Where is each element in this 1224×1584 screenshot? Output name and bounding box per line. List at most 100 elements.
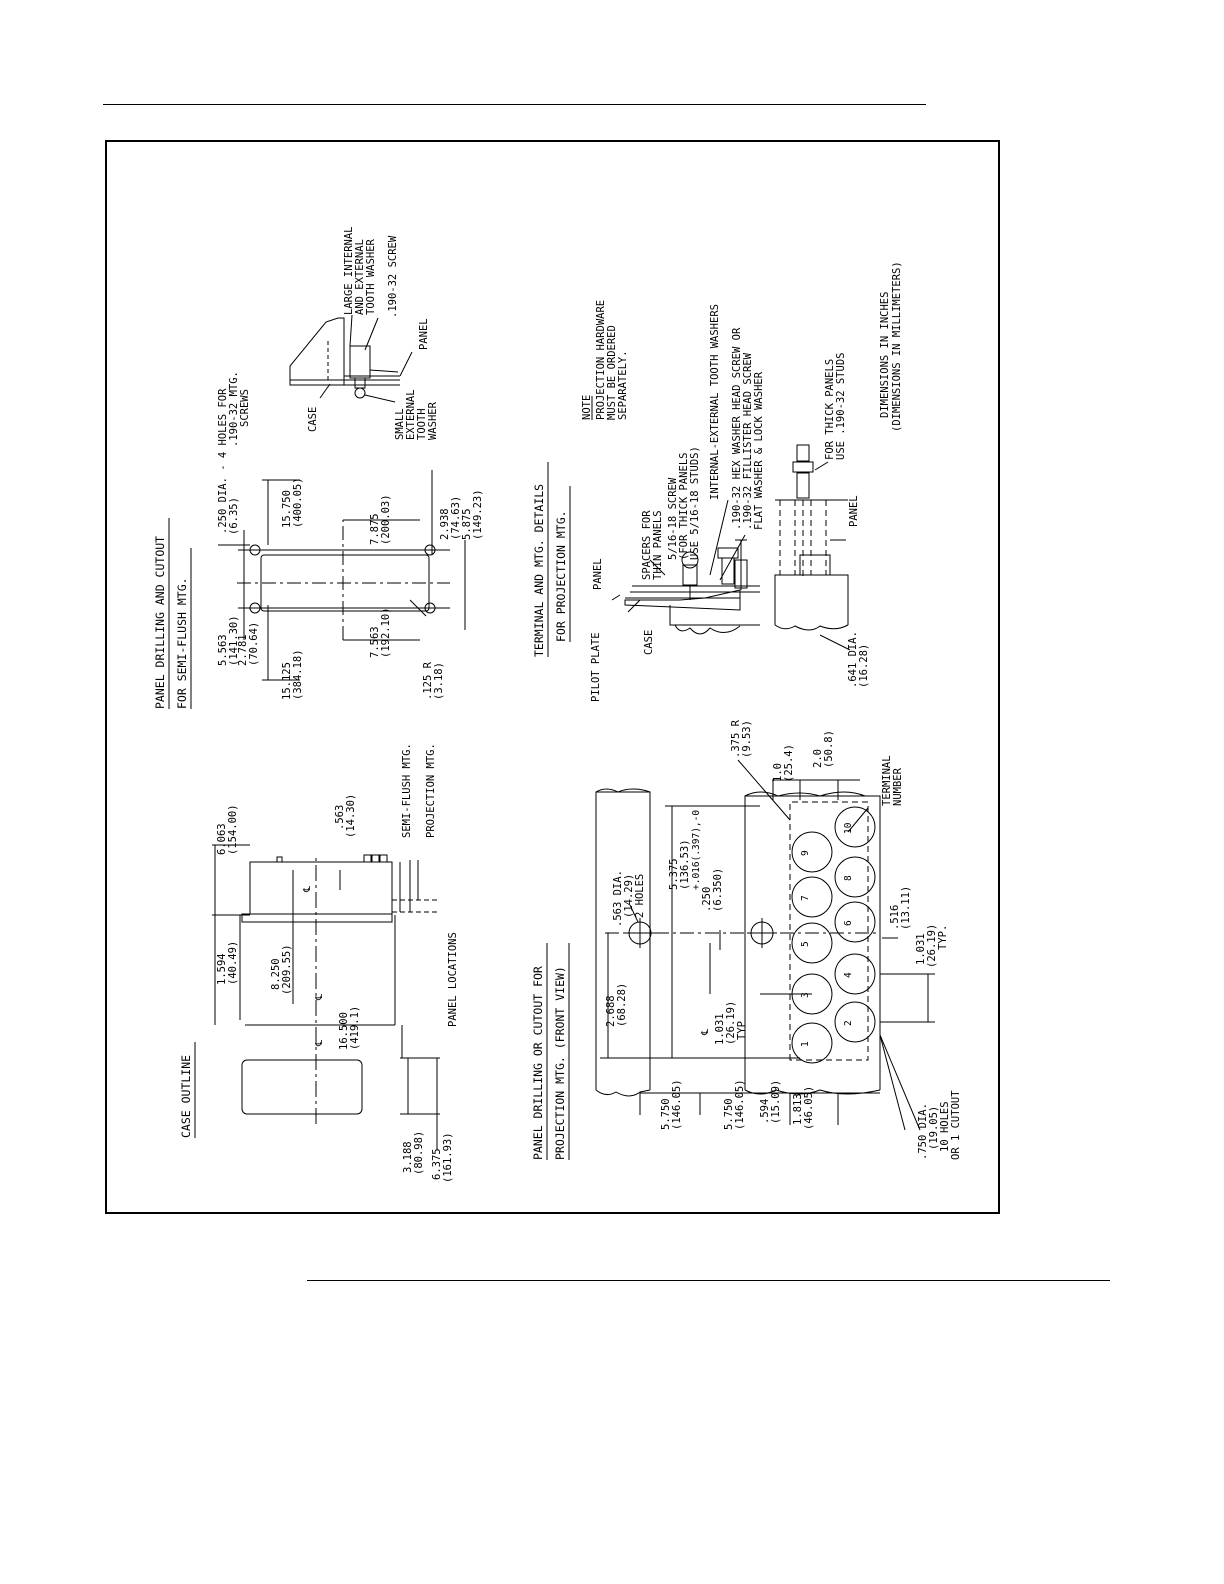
dim-1031-b-mm: (26.19) <box>926 924 938 968</box>
label-projection-mtg: PROJECTION MTG. <box>425 743 437 838</box>
svg-text:CASE OUTLINE: CASE OUTLINE <box>179 1055 193 1138</box>
dim-2938: 2.938 <box>439 508 451 540</box>
label-516-screw-3: USE 5/16-18 STUDS) <box>689 446 701 560</box>
semi-flush-dimensions: .250 DIA. - 4 HOLES FOR .190-32 MTG. SCR… <box>217 371 484 700</box>
dim-594: .594 <box>759 1099 771 1124</box>
label-panel-terminal: PANEL <box>592 558 604 590</box>
terminal-1-hole <box>791 1022 833 1064</box>
dim-1031-a-typ: TYP <box>736 1021 748 1040</box>
dim-5875-mm: (149.23) <box>472 489 484 540</box>
dim-563: .563 <box>334 805 346 830</box>
svg-text:℄: ℄ <box>314 1039 325 1047</box>
dim-6375: 6.375 <box>431 1148 443 1180</box>
stud-detail-drawing <box>774 444 851 651</box>
dim-2781-mm: (70.64) <box>248 622 260 666</box>
dim-516-mm: (13.11) <box>900 886 912 930</box>
label-panel-detail: PANEL <box>418 318 430 350</box>
drawing-frame <box>105 140 1000 1214</box>
dim-5750-b: 5.750 <box>723 1098 735 1130</box>
svg-text:FOR SEMI-FLUSH MTG.: FOR SEMI-FLUSH MTG. <box>175 577 189 709</box>
dim-15750-mm: (400.05) <box>292 477 304 528</box>
dim-375r-mm: (9.53) <box>741 720 753 758</box>
terminal-6-hole <box>834 901 876 943</box>
dim-1-0-mm: (25.4) <box>783 744 795 782</box>
note-heading: NOTE <box>581 395 593 420</box>
label-case-detail: CASE <box>307 407 319 432</box>
dim-15125: 15.125 <box>281 662 293 700</box>
dim-641-mm: (16.28) <box>858 644 870 688</box>
hole-note-1: .250 DIA. - 4 HOLES FOR <box>217 388 229 534</box>
dim-1031-b: 1.031 <box>915 933 927 965</box>
projection-title: PANEL DRILLING OR CUTOUT FOR PROJECTION … <box>531 943 570 1160</box>
dim-7875: 7.875 <box>369 513 381 545</box>
label-spacers-1: SPACERS FOR <box>641 510 653 580</box>
dim-2688-mm: (68.28) <box>616 983 628 1027</box>
dim-5875: 5.875 <box>461 508 473 540</box>
dim-1594-mm: (40.49) <box>227 941 239 985</box>
dim-250-mm: (6.350) <box>712 868 724 912</box>
label-semi-flush-mtg: SEMI-FLUSH MTG. <box>401 743 413 838</box>
case-outline-drawing: ℄ ℄ ℄ <box>212 844 440 1150</box>
label-terminal-number-1: TERMINAL <box>881 755 893 806</box>
dim-516: .516 <box>889 905 901 930</box>
units-note: DIMENSIONS IN INCHES (DIMENSIONS IN MILL… <box>879 261 903 432</box>
dim-1813: 1.813 <box>792 1093 804 1125</box>
dim-563-mm: (14.30) <box>345 794 357 838</box>
dim-5375-mm: (136.53) <box>679 839 691 890</box>
dim-5375: 5.375 <box>668 858 680 890</box>
dim-1-0: 1.0 <box>772 763 784 782</box>
dim-7563: 7.563 <box>369 626 381 658</box>
dim-1594: 1.594 <box>216 953 228 985</box>
dim-641: .641 DIA. <box>847 631 859 688</box>
terminal-detail-labels: PILOT PLATE CASE PANEL SPACERS FOR THIN … <box>590 304 870 702</box>
label-terminal-number-2: NUMBER <box>892 767 904 806</box>
units-mm: (DIMENSIONS IN MILLIMETERS) <box>891 261 903 432</box>
label-small-washer-4: WASHER <box>427 401 439 440</box>
dim-2688: 2.688 <box>605 995 617 1027</box>
dim-5750-a-mm: (146.05) <box>671 1079 683 1130</box>
bottom-rule <box>307 1280 1110 1281</box>
dim-3188-mm: (80.98) <box>413 1131 425 1175</box>
label-small-washer-1: SMALL <box>394 408 406 440</box>
terminal-9-hole <box>791 831 833 873</box>
dim-15125-mm: (384.18) <box>292 649 304 700</box>
hole-563-2: (14.29) <box>623 874 635 918</box>
dim-7563-mm: (192.10) <box>380 607 392 658</box>
hole-563-3: 2 HOLES <box>634 874 646 918</box>
dim-125r: .125 R <box>422 661 434 700</box>
dim-1031-b-typ: TYP. <box>937 925 949 950</box>
label-int-ext-washers: INTERNAL-EXTERNAL TOOTH WASHERS <box>709 304 721 500</box>
terminal-details-title: TERMINAL AND MTG. DETAILS FOR PROJECTION… <box>532 462 571 657</box>
label-pilot-plate: PILOT PLATE <box>590 632 602 702</box>
dim-125r-mm: (3.18) <box>433 662 445 700</box>
terminal-number-9: 9 <box>800 850 811 856</box>
dia-750-1: .750 DIA. <box>917 1103 929 1160</box>
semi-flush-title: PANEL DRILLING AND CUTOUT FOR SEMI-FLUSH… <box>153 518 192 709</box>
dim-2781: 2.781 <box>237 634 249 666</box>
svg-text:PANEL DRILLING AND CUTOUT: PANEL DRILLING AND CUTOUT <box>153 536 167 709</box>
dim-250-mm: (6.35) <box>228 497 240 535</box>
label-case-terminal: CASE <box>643 630 655 655</box>
label-hex-screw-2: .190-32 FILLISTER HEAD SCREW <box>742 352 754 530</box>
label-hex-screw-3: FLAT WASHER & LOCK WASHER <box>753 371 765 530</box>
dim-6063-mm: (154.00) <box>227 804 239 855</box>
dim-7875-mm: (200.03) <box>380 494 392 545</box>
dim-8250-mm: (209.55) <box>281 944 293 995</box>
projection-dimensions: .563 DIA. (14.29) 2 HOLES 2.688 (68.28) … <box>605 719 962 1160</box>
dim-1031-a: 1.031 <box>714 1013 726 1045</box>
hole-563-1: .563 DIA. <box>612 870 624 927</box>
svg-text:PROJECTION MTG. (FRONT VIEW): PROJECTION MTG. (FRONT VIEW) <box>553 966 567 1160</box>
terminal-number-5: 5 <box>800 941 811 947</box>
dim-tolerance: +.016(.397),-0 <box>691 810 702 890</box>
terminal-number-2: 2 <box>843 1020 854 1026</box>
dim-16500: 16.500 <box>338 1012 350 1050</box>
dim-5563: 5.563 <box>217 634 229 666</box>
label-190-screw: .190-32 SCREW <box>387 235 399 318</box>
dim-375r: .375 R <box>730 719 742 758</box>
dia-750-2: (19.05) <box>928 1106 940 1150</box>
svg-text:℄: ℄ <box>314 993 325 1001</box>
dia-750-3: 10 HOLES <box>939 1101 951 1152</box>
dim-1031-a-mm: (26.19) <box>725 1001 737 1045</box>
label-large-washer-3: TOOTH WASHER <box>365 238 377 315</box>
label-panel-stud: PANEL <box>848 495 860 527</box>
